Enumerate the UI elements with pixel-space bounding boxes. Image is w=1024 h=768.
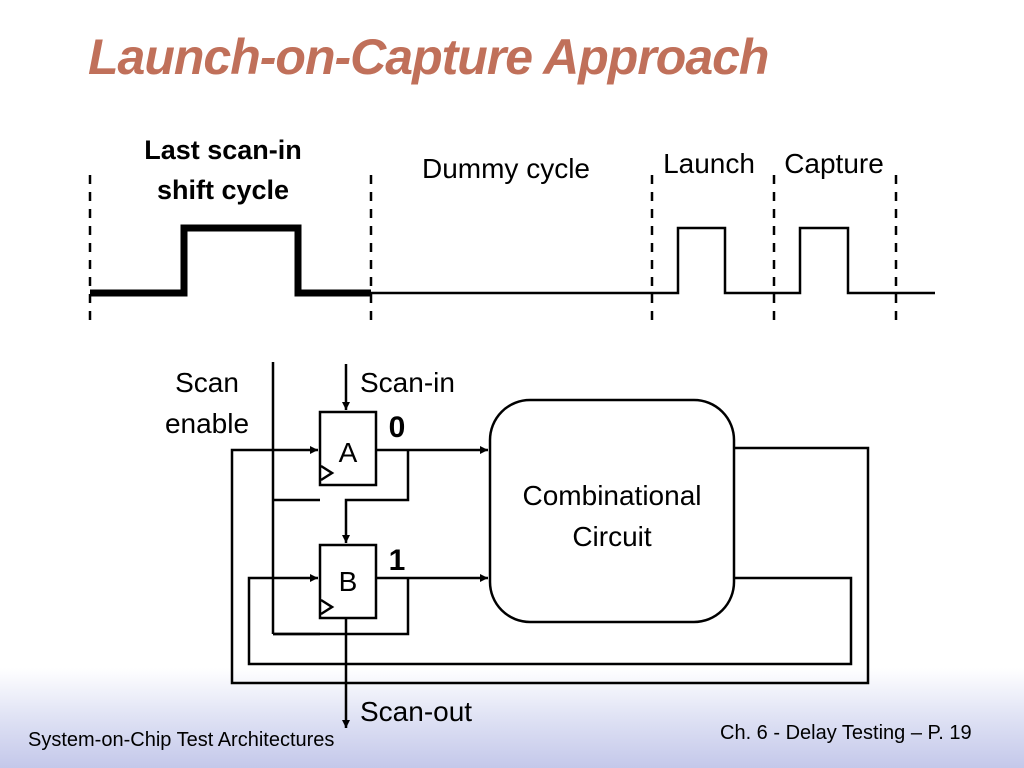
last-shift-label-line2: shift cycle xyxy=(157,175,289,205)
clock-triangle-b-icon xyxy=(320,598,335,616)
footer-band xyxy=(0,668,1024,768)
feedback-wire-b xyxy=(247,574,853,666)
timing-diagram: Last scan-in shift cycle Dummy cycle Lau… xyxy=(88,135,935,325)
feedback-wire-a xyxy=(230,446,870,685)
value-a-label: 0 xyxy=(389,411,406,444)
scan-out-label: Scan-out xyxy=(360,696,472,727)
scan-enable-label-line1: Scan xyxy=(175,367,239,398)
scan-in-label: Scan-in xyxy=(360,367,455,398)
scan-enable-label-line2: enable xyxy=(165,408,249,439)
combinational-circuit xyxy=(488,398,736,624)
clock-triangle-a-icon xyxy=(320,464,335,482)
footer-page-info: Ch. 6 - Delay Testing – P. 19 xyxy=(720,722,972,744)
flip-flop-b-label: B xyxy=(339,566,358,597)
slide-title: Launch-on-Capture Approach xyxy=(88,29,769,85)
a-to-b-scan-wire xyxy=(342,450,410,543)
dummy-cycle-label: Dummy cycle xyxy=(422,153,590,184)
launch-label: Launch xyxy=(663,148,755,179)
footer-course-title: System-on-Chip Test Architectures xyxy=(28,729,335,751)
shift-clock-pulse xyxy=(90,224,371,297)
functional-clock-waveform xyxy=(371,226,935,295)
capture-label: Capture xyxy=(784,148,884,179)
flip-flop-a-label: A xyxy=(339,437,358,468)
scan-circuit xyxy=(230,362,870,728)
value-b-label: 1 xyxy=(389,544,406,577)
flip-flop-a xyxy=(318,410,378,487)
comb-circuit-label-line1: Combinational xyxy=(523,480,702,511)
last-shift-label-line1: Last scan-in xyxy=(144,135,302,165)
comb-circuit-label-line2: Circuit xyxy=(572,521,652,552)
